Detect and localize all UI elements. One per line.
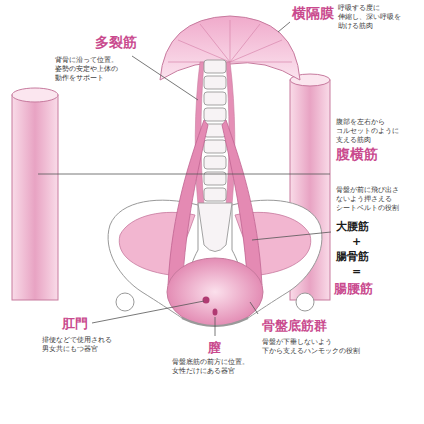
vertebra	[204, 140, 226, 153]
organ-name: 肛門	[62, 316, 88, 332]
leader-line	[92, 301, 204, 323]
vertebra	[204, 92, 226, 105]
description-note: 排便などで使用される 男女共にもつ器官	[42, 336, 116, 354]
left-abdominal-band	[12, 95, 58, 300]
description-note: 骨盤が下垂しないよう 下から支えるハンモックの役割	[262, 338, 364, 356]
leader-lines	[38, 22, 331, 336]
right-femur-head	[296, 293, 314, 311]
description-note: 骨盤が前に飛び出さ ないよう押さえる シートベルトの役割	[336, 186, 403, 213]
operator-symbol: =	[352, 265, 361, 278]
operator-symbol: +	[352, 235, 361, 248]
left-femur-head	[116, 293, 134, 311]
vertebra	[204, 76, 226, 89]
description-note: 呼吸する度に 伸縮し、深い呼吸を 助ける筋肉	[338, 4, 405, 31]
muscle-name: 腸骨筋	[336, 250, 369, 263]
vertebra	[204, 156, 226, 169]
anus-mark	[203, 297, 210, 304]
vagina-mark	[213, 309, 218, 316]
sacrum	[198, 203, 232, 252]
muscle-name: 骨盤底筋群	[262, 318, 327, 334]
vertebra	[204, 188, 226, 201]
leader-line	[215, 317, 216, 336]
muscle-name: 腸腰筋	[334, 281, 373, 297]
left-band-roll	[12, 88, 58, 102]
muscle-name: 腹横筋	[336, 146, 378, 163]
vertebrae	[204, 60, 226, 201]
leader-line	[278, 22, 290, 32]
organ-name: 膣	[208, 340, 221, 356]
leader-line	[38, 174, 330, 175]
muscle-name: 大腰筋	[336, 220, 369, 233]
muscle-name: 多裂筋	[95, 34, 137, 51]
pelvic-floor	[167, 258, 263, 326]
leader-line	[132, 56, 198, 100]
leader-line	[252, 232, 331, 240]
vertebra	[204, 60, 226, 73]
description-note: 腹部を左右から コルセットのように 支える筋肉	[336, 118, 403, 145]
vertebra	[204, 108, 226, 121]
leader-line	[250, 302, 258, 314]
description-note: 背骨に沿って位置。 姿勢の安定や上体の 動作をサポート	[55, 56, 122, 83]
diaphragm-fibers	[168, 20, 292, 62]
muscle-name: 横隔膜	[292, 5, 334, 22]
description-note: 骨盤底筋の前方に位置。 女性だけにある器官	[172, 358, 253, 376]
